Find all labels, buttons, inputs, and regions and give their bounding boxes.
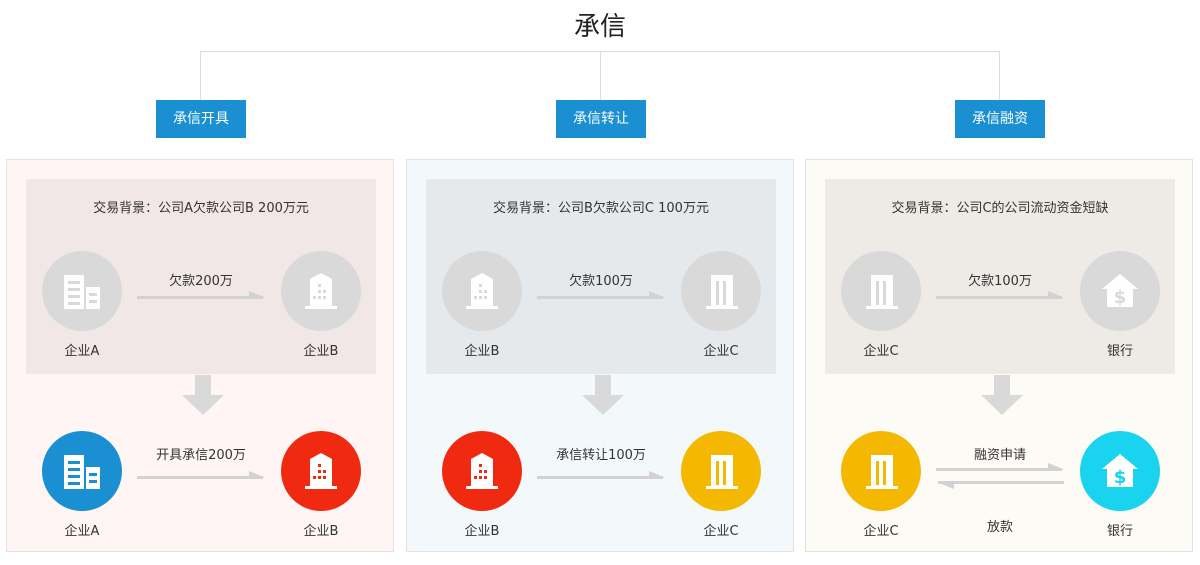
top-right-label: 银行 <box>1106 344 1133 359</box>
right-arrow-icon <box>537 471 665 479</box>
left-arrow-icon <box>938 481 1064 489</box>
bottom-left-label: 企业C <box>863 524 899 539</box>
company-b-circle <box>442 431 522 511</box>
bottom-right-label: 企业B <box>303 524 339 539</box>
tower-building-icon <box>466 453 498 489</box>
right-arrow-icon <box>537 291 665 299</box>
right-arrow-icon <box>936 463 1064 471</box>
background-text: 交易背景：公司A欠款公司B 200万元 <box>93 201 309 216</box>
down-arrow-icon <box>582 375 624 415</box>
top-left-label: 企业C <box>863 344 899 359</box>
bank-circle-grey: $ <box>1080 251 1160 331</box>
bottom-action-text: 开具承信200万 <box>156 448 246 463</box>
column-building-icon <box>866 455 898 489</box>
svg-text:$: $ <box>1114 467 1127 488</box>
column-building-icon <box>706 275 738 309</box>
right-arrow-icon <box>137 471 265 479</box>
office-building-icon <box>64 455 100 489</box>
bank-house-dollar-icon: $ <box>1102 454 1138 488</box>
background-box: 交易背景：公司C的公司流动资金短缺 企业C 欠款100万 $ 银行 <box>825 179 1175 374</box>
bank-circle: $ <box>1080 431 1160 511</box>
company-a-circle <box>42 431 122 511</box>
tag-issue: 承信开具 <box>156 100 246 138</box>
bottom-right-label: 银行 <box>1106 524 1133 539</box>
svg-text:$: $ <box>1114 287 1127 308</box>
bottom-return-text: 放款 <box>986 520 1013 535</box>
diagram-title: 承信 <box>573 12 626 42</box>
connector-right <box>999 51 1000 100</box>
company-c-circle-grey <box>841 251 921 331</box>
top-action-text: 欠款200万 <box>169 274 233 289</box>
connector-left <box>200 51 201 100</box>
panel-issue: 交易背景：公司A欠款公司B 200万元 企业A 欠款200万 <box>6 159 394 552</box>
column-building-icon <box>706 455 738 489</box>
background-text: 交易背景：公司B欠款公司C 100万元 <box>493 201 709 216</box>
company-b-circle <box>281 431 361 511</box>
tower-building-icon <box>466 273 498 309</box>
bottom-action-text: 承信转让100万 <box>556 448 646 463</box>
panel-financing: 交易背景：公司C的公司流动资金短缺 企业C 欠款100万 $ 银行 <box>805 159 1193 552</box>
company-c-circle <box>681 431 761 511</box>
bottom-left-label: 企业A <box>64 524 100 539</box>
tower-building-icon <box>305 453 337 489</box>
tag-financing: 承信融资 <box>955 100 1045 138</box>
right-arrow-icon <box>936 291 1064 299</box>
bank-house-dollar-icon: $ <box>1102 274 1138 308</box>
office-building-icon <box>64 275 100 309</box>
background-text: 交易背景：公司C的公司流动资金短缺 <box>891 201 1109 216</box>
column-building-icon <box>866 275 898 309</box>
right-arrow-icon <box>137 291 265 299</box>
background-box: 交易背景：公司A欠款公司B 200万元 企业A 欠款200万 <box>26 179 376 374</box>
top-action-text: 欠款100万 <box>569 274 633 289</box>
background-box: 交易背景：公司B欠款公司C 100万元 企业B 欠款100万 <box>426 179 776 374</box>
tag-transfer: 承信转让 <box>556 100 646 138</box>
connector-center <box>600 51 601 100</box>
down-arrow-icon <box>981 375 1023 415</box>
company-b-circle-grey <box>281 251 361 331</box>
company-c-circle <box>841 431 921 511</box>
panel-transfer: 交易背景：公司B欠款公司C 100万元 企业B 欠款100万 <box>406 159 794 552</box>
top-left-label: 企业A <box>64 344 100 359</box>
company-a-circle-grey <box>42 251 122 331</box>
bottom-action-text: 融资申请 <box>973 448 1026 463</box>
down-arrow-icon <box>182 375 224 415</box>
company-c-circle-grey <box>681 251 761 331</box>
company-b-circle-grey <box>442 251 522 331</box>
tower-building-icon <box>305 273 337 309</box>
top-left-label: 企业B <box>464 344 500 359</box>
top-action-text: 欠款100万 <box>968 274 1032 289</box>
bottom-left-label: 企业B <box>464 524 500 539</box>
top-right-label: 企业B <box>303 344 339 359</box>
top-right-label: 企业C <box>703 344 739 359</box>
bottom-right-label: 企业C <box>703 524 739 539</box>
